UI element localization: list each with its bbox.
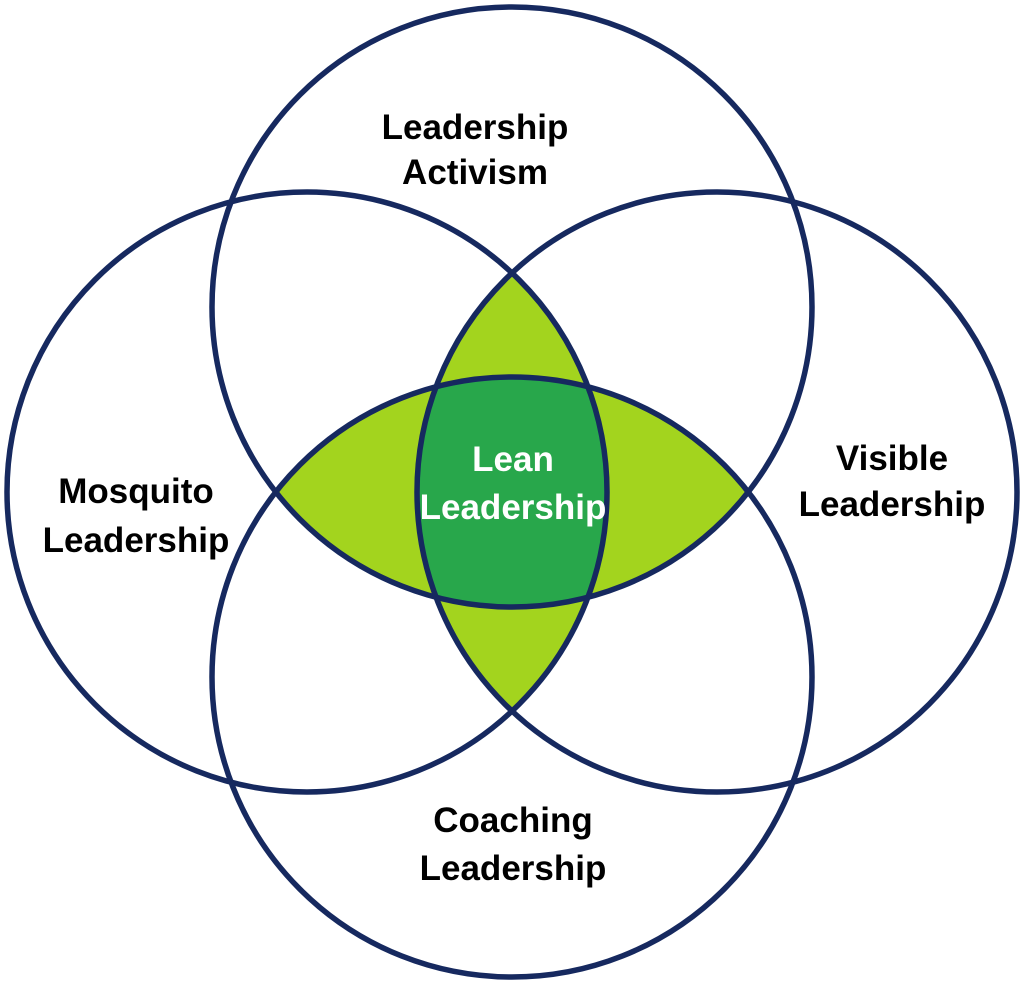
label-center-line1: Lean	[472, 440, 554, 479]
circle-mosquito-leadership	[4, 189, 610, 795]
label-right-line2: Leadership	[799, 485, 986, 524]
label-top-line2: Activism	[402, 153, 548, 192]
label-center-line2: Leadership	[420, 488, 607, 527]
circle-coaching-leadership	[209, 374, 815, 980]
circle-visible-leadership	[414, 189, 1020, 795]
label-left-line1: Mosquito	[58, 472, 214, 511]
label-left-line2: Leadership	[43, 521, 230, 560]
label-bottom-line2: Leadership	[420, 849, 607, 888]
label-top-line1: Leadership	[382, 108, 569, 147]
center-overlap-region	[417, 377, 607, 607]
circle-leadership-activism	[209, 4, 815, 610]
label-right-line1: Visible	[836, 439, 948, 478]
label-bottom-line1: Coaching	[433, 801, 592, 840]
